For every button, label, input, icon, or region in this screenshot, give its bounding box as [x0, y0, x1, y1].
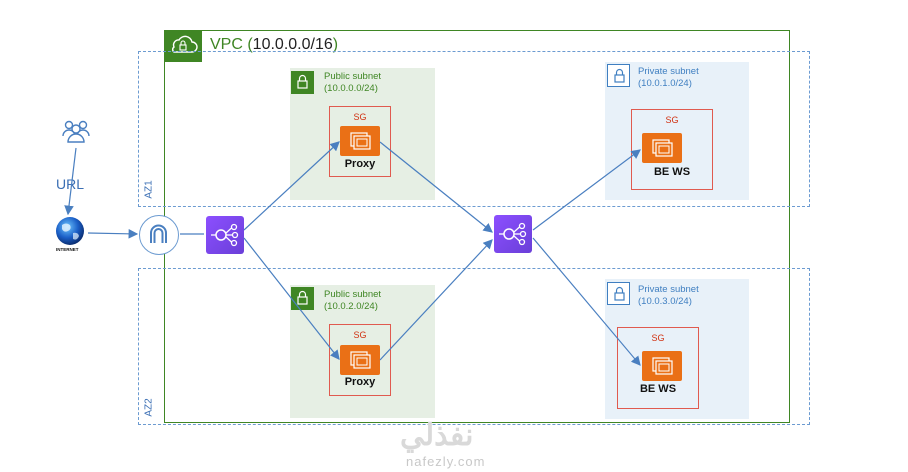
bews-label: BE WS [639, 383, 677, 395]
watermark-site: nafezly.com [406, 454, 486, 469]
private-subnet-2-title: Private subnet [638, 284, 699, 295]
security-group-bews-2 [617, 327, 699, 409]
load-balancer-icon [494, 215, 532, 253]
edge-proxy-1-to-elb [379, 141, 493, 233]
edge-users-to-internet [64, 147, 77, 216]
proxy-label: Proxy [344, 158, 376, 170]
vpc-title-suffix: ) [332, 36, 339, 53]
bews-label: BE WS [653, 166, 691, 178]
public-subnet-2-cidr: (10.0.2.0/24) [324, 301, 378, 312]
watermark-logo: نفذلي [400, 419, 474, 452]
edge-elb-to-bews-2 [532, 237, 641, 366]
proxy-label: Proxy [344, 376, 376, 388]
private-subnet-1-label: Private subnet (10.0.1.0/24) [638, 66, 699, 90]
sg-label: SG [651, 333, 665, 343]
edge-elb-to-proxy-1 [243, 141, 340, 231]
security-group-proxy-2 [329, 324, 391, 396]
globe-icon [53, 215, 87, 249]
sg-label: SG [665, 115, 679, 125]
internet-label: INTERNET [56, 247, 79, 252]
lock-icon [607, 64, 630, 87]
vpc-title-prefix: VPC ( [210, 36, 253, 53]
lock-icon [607, 282, 630, 305]
security-group-proxy-1 [329, 106, 391, 177]
ec2-instance-icon [642, 351, 682, 381]
users-group-icon [60, 118, 92, 146]
edge-elb-to-bews-1 [532, 149, 641, 231]
edge-elb-to-proxy-2 [243, 237, 340, 360]
cloud-lock-icon [164, 30, 202, 62]
edge-proxy-2-to-elb [379, 239, 493, 361]
vpc-title: VPC (10.0.0.0/16) [210, 36, 338, 54]
ec2-instance-icon [642, 133, 682, 163]
public-subnet-1-label: Public subnet (10.0.0.0/24) [324, 71, 381, 95]
public-subnet-1-title: Public subnet [324, 71, 382, 82]
private-subnet-1-cidr: (10.0.1.0/24) [638, 78, 692, 89]
load-balancer-icon [206, 216, 244, 254]
ec2-instance-icon [340, 345, 380, 375]
public-subnet-2-label: Public subnet (10.0.2.0/24) [324, 289, 381, 313]
public-subnet-1-cidr: (10.0.0.0/24) [324, 83, 378, 94]
edge-internet-to-igw [87, 229, 139, 239]
sg-label: SG [353, 112, 367, 122]
private-subnet-1-title: Private subnet [638, 66, 699, 77]
lock-icon [291, 71, 314, 94]
url-label: URL [56, 176, 85, 192]
internet-gateway-icon [139, 215, 179, 255]
vpc-cidr: 10.0.0.0/16 [252, 36, 333, 53]
private-subnet-2-cidr: (10.0.3.0/24) [638, 296, 692, 307]
sg-label: SG [353, 330, 367, 340]
private-subnet-2-label: Private subnet (10.0.3.0/24) [638, 284, 699, 308]
ec2-instance-icon [340, 126, 380, 156]
availability-zone-2 [138, 268, 810, 425]
availability-zone-1 [138, 51, 810, 207]
public-subnet-2-title: Public subnet [324, 289, 382, 300]
